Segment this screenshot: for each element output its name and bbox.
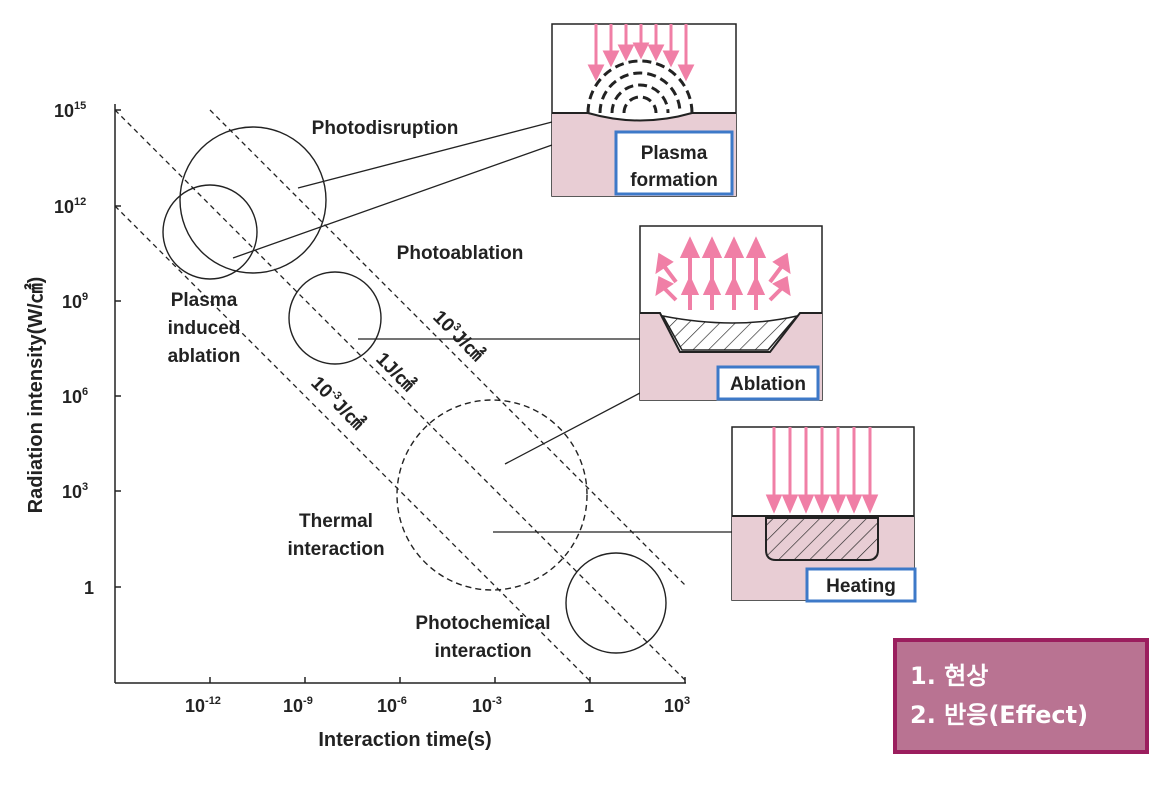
x-tick-label: 10-3 bbox=[472, 695, 502, 716]
plasma-induced-ablation-label: Plasma induced ablation bbox=[168, 290, 241, 367]
fluence-line-1000 bbox=[209, 109, 686, 586]
plasma-beam-arrows bbox=[587, 24, 695, 82]
ablation-label-box bbox=[716, 365, 820, 401]
heating-label-box bbox=[805, 567, 917, 603]
fluence-label-1: 1J/㎠ bbox=[371, 347, 419, 395]
fluence-line-0001 bbox=[114, 205, 591, 682]
legend-line-1: 1. 현상 bbox=[910, 662, 988, 690]
legend-box: 1. 현상 2. 반응(Effect) bbox=[893, 638, 1149, 754]
y-tick-label: 1 bbox=[84, 578, 94, 598]
x-axis-title: Interaction time(s) bbox=[318, 729, 491, 751]
y-tick-label: 106 bbox=[62, 386, 88, 407]
svg-text:Thermal: Thermal bbox=[299, 511, 373, 532]
legend-line-2: 2. 반응(Effect) bbox=[910, 701, 1088, 729]
x-tick-label: 10-9 bbox=[283, 695, 313, 716]
photochemical-interaction-label: Photochemical interaction bbox=[415, 613, 550, 662]
x-tick-label: 103 bbox=[664, 695, 690, 716]
photoablation-circle bbox=[288, 271, 382, 365]
plasma-formation-inset: Plasma formation bbox=[551, 23, 737, 197]
leader-lines bbox=[232, 121, 732, 533]
thermal-interaction-label: Thermal interaction bbox=[287, 511, 384, 560]
ablation-ejection-arrows bbox=[655, 236, 791, 310]
fluence-label-1000: 103J/㎠ bbox=[428, 305, 488, 365]
ablation-inset: Ablation bbox=[639, 225, 823, 401]
fluence-lines bbox=[114, 109, 686, 682]
ablation-label: Ablation bbox=[730, 374, 806, 395]
plasma-shock-waves bbox=[586, 59, 694, 114]
svg-text:interaction: interaction bbox=[434, 641, 531, 662]
y-tick-labels: 1015 1012 109 106 103 1 bbox=[54, 100, 94, 598]
svg-text:interaction: interaction bbox=[287, 539, 384, 560]
chart-axes bbox=[114, 104, 686, 684]
y-tick-label: 109 bbox=[62, 291, 88, 312]
thermal-circle bbox=[396, 399, 588, 591]
y-axis-title: Radiation intensity(W/㎠) bbox=[23, 277, 47, 514]
x-tick-labels: 10-12 10-9 10-6 10-3 1 103 bbox=[185, 695, 690, 716]
y-tick-label: 103 bbox=[62, 481, 88, 502]
svg-text:ablation: ablation bbox=[168, 346, 241, 367]
heating-beam-arrows bbox=[765, 427, 879, 514]
photochemical-circle bbox=[565, 552, 667, 654]
x-tick-label: 1 bbox=[584, 696, 594, 716]
x-tick-label: 10-12 bbox=[185, 695, 221, 716]
heating-label: Heating bbox=[826, 576, 896, 597]
photoablation-label: Photoablation bbox=[397, 243, 524, 264]
photodisruption-circle bbox=[179, 126, 327, 274]
heating-inset: Heating bbox=[731, 426, 917, 603]
plasma-ablation-circle bbox=[162, 184, 258, 280]
fluence-label-0001: 10-3J/㎠ bbox=[306, 371, 369, 434]
y-tick-label: 1015 bbox=[54, 100, 86, 121]
y-tick-label: 1012 bbox=[54, 196, 86, 217]
photodisruption-label: Photodisruption bbox=[312, 118, 459, 139]
plasma-formation-label: Plasma bbox=[641, 143, 708, 164]
plasma-formation-label-box bbox=[614, 130, 734, 196]
x-tick-label: 10-6 bbox=[377, 695, 407, 716]
svg-text:Plasma: Plasma bbox=[171, 290, 238, 311]
plasma-formation-label-line2: formation bbox=[630, 170, 718, 191]
svg-text:Photochemical: Photochemical bbox=[415, 613, 550, 634]
region-circles bbox=[162, 126, 667, 654]
svg-text:induced: induced bbox=[168, 318, 241, 339]
